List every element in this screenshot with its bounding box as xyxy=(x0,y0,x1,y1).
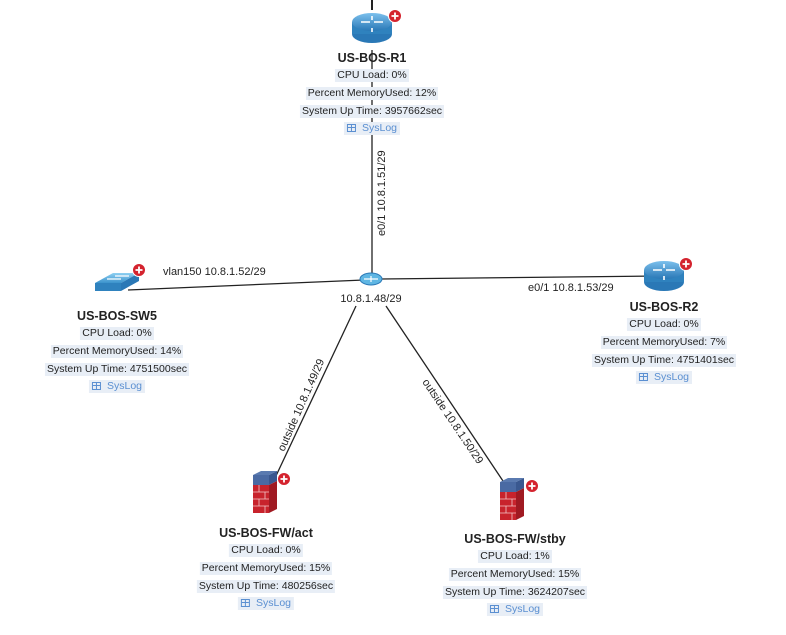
link-fwact[interactable] xyxy=(274,305,357,479)
table-icon xyxy=(240,599,250,607)
firewall-icon-fwact[interactable] xyxy=(253,471,291,513)
firewall-icon-fwstby[interactable] xyxy=(500,478,539,520)
cpu-load: CPU Load: 0% xyxy=(229,544,303,557)
link-label-r1: e0/1 10.8.1.51/29 xyxy=(376,150,388,236)
system-uptime: System Up Time: 4751500sec xyxy=(44,363,190,376)
system-uptime: System Up Time: 3624207sec xyxy=(442,586,588,599)
link-label-fwact: outside 10.8.1.49/29 xyxy=(276,357,328,453)
system-uptime: System Up Time: 4751401sec xyxy=(591,354,737,367)
syslog-link[interactable]: SysLog xyxy=(343,121,401,135)
cpu-load: CPU Load: 1% xyxy=(478,550,552,563)
link-label-sw5: vlan150 10.8.1.52/29 xyxy=(163,266,266,278)
node-name: US-BOS-FW/act xyxy=(219,526,313,540)
syslog-link[interactable]: SysLog xyxy=(88,379,146,393)
syslog-label: SysLog xyxy=(361,121,398,134)
node-r2[interactable]: US-BOS-R2 CPU Load: 0% Percent MemoryUse… xyxy=(591,300,737,386)
syslog-label: SysLog xyxy=(653,370,690,383)
node-name: US-BOS-R1 xyxy=(337,51,407,65)
link-label-r2: e0/1 10.8.1.53/29 xyxy=(528,282,614,294)
system-uptime: System Up Time: 480256sec xyxy=(196,580,336,593)
cpu-load: CPU Load: 0% xyxy=(627,318,701,331)
cpu-load: CPU Load: 0% xyxy=(335,69,409,82)
memory-used: Percent MemoryUsed: 12% xyxy=(305,87,439,100)
hub-arrows xyxy=(364,276,378,282)
hub-label: 10.8.1.48/29 xyxy=(340,293,401,305)
table-icon xyxy=(91,382,101,390)
memory-used: Percent MemoryUsed: 15% xyxy=(448,568,582,581)
link-sw5[interactable] xyxy=(127,279,365,291)
table-icon xyxy=(346,124,356,132)
node-name: US-BOS-R2 xyxy=(629,300,699,314)
router-icon-r2[interactable] xyxy=(644,257,693,292)
node-fwact[interactable]: US-BOS-FW/act CPU Load: 0% Percent Memor… xyxy=(196,526,336,612)
table-icon xyxy=(489,605,499,613)
link-r2[interactable] xyxy=(379,275,661,280)
cpu-load: CPU Load: 0% xyxy=(80,327,154,340)
memory-used: Percent MemoryUsed: 7% xyxy=(600,336,728,349)
table-icon xyxy=(638,373,648,381)
node-r1[interactable]: US-BOS-R1 CPU Load: 0% Percent MemoryUse… xyxy=(299,51,445,137)
system-uptime: System Up Time: 3957662sec xyxy=(299,105,445,118)
syslog-label: SysLog xyxy=(504,602,541,615)
memory-used: Percent MemoryUsed: 14% xyxy=(50,345,184,358)
syslog-link[interactable]: SysLog xyxy=(635,370,693,384)
link-fwstby[interactable] xyxy=(385,305,506,485)
router-icon-r1[interactable] xyxy=(352,9,402,44)
syslog-label: SysLog xyxy=(106,379,143,392)
node-name: US-BOS-SW5 xyxy=(77,309,157,323)
syslog-label: SysLog xyxy=(255,596,292,609)
link-label-fwstby: outside 10.8.1.50/29 xyxy=(420,377,486,466)
node-name: US-BOS-FW/stby xyxy=(464,532,566,546)
syslog-link[interactable]: SysLog xyxy=(486,602,544,616)
node-fwstby[interactable]: US-BOS-FW/stby CPU Load: 1% Percent Memo… xyxy=(442,532,588,618)
memory-used: Percent MemoryUsed: 15% xyxy=(199,562,333,575)
hub-node[interactable] xyxy=(359,272,383,286)
syslog-link[interactable]: SysLog xyxy=(237,596,295,610)
switch-icon-sw5[interactable] xyxy=(95,263,146,292)
node-sw5[interactable]: US-BOS-SW5 CPU Load: 0% Percent MemoryUs… xyxy=(44,309,190,395)
